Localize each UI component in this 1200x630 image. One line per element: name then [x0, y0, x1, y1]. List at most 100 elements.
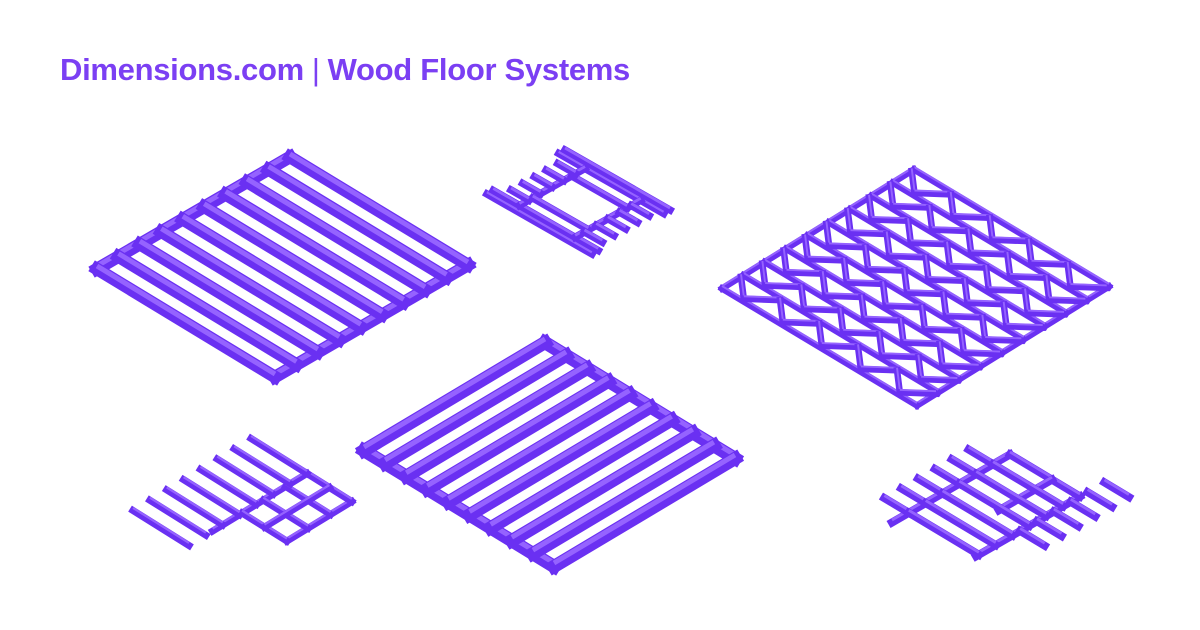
framing-member-top	[992, 236, 1029, 240]
framing-member-side	[839, 328, 883, 338]
framing-member-top	[362, 336, 547, 450]
framing-member-top	[951, 455, 977, 473]
framing-member-top	[843, 257, 848, 281]
framing-member-side	[1065, 496, 1101, 523]
framing-member-top	[981, 314, 987, 338]
framing-member-top	[878, 331, 884, 354]
framing-member-top	[95, 263, 277, 377]
framing-member-side	[553, 148, 669, 219]
framing-member-top	[545, 167, 565, 180]
framing-member-top	[899, 388, 937, 393]
framing-member-top	[117, 251, 298, 364]
framing-member-side	[259, 482, 335, 532]
framing-member-side	[987, 458, 1069, 512]
framing-member-top	[864, 244, 870, 267]
framing-member-top	[138, 238, 320, 352]
framing-member-side	[886, 252, 930, 261]
framing-member-side	[517, 178, 546, 199]
framing-member-top	[804, 234, 809, 257]
framing-member-top	[903, 267, 909, 291]
framing-member-side	[928, 226, 972, 235]
framing-member-top	[985, 264, 990, 288]
framing-member-top	[1024, 288, 1029, 311]
framing-member-top	[988, 215, 994, 238]
framing-member-top	[921, 375, 958, 379]
framing-member-top	[883, 494, 910, 512]
framing-member-side	[281, 148, 477, 274]
framing-member-top	[95, 151, 292, 269]
framing-member-side	[1024, 309, 1068, 318]
framing-member-top	[595, 222, 615, 235]
framing-member-side	[878, 352, 922, 361]
framing-member-top	[1027, 309, 1065, 313]
framing-member-side	[527, 192, 594, 235]
framing-member-side	[229, 443, 295, 489]
framing-member-top	[224, 189, 405, 302]
framing-member-top	[953, 212, 990, 217]
framing-member-top	[286, 498, 353, 540]
framing-member-top	[740, 274, 745, 297]
framing-member-top	[908, 509, 980, 554]
framing-member-top	[941, 489, 1014, 535]
framing-member-top	[924, 325, 962, 330]
framing-member-side	[942, 312, 986, 321]
framing-member-top	[531, 439, 716, 553]
framing-member-side	[488, 185, 604, 256]
framing-member-side	[783, 268, 827, 278]
rim-joist-floor-frame	[354, 333, 745, 576]
framing-member-top	[1053, 507, 1080, 525]
framing-member-top	[618, 209, 639, 222]
framing-member-top	[899, 317, 905, 341]
framing-member-side	[212, 454, 279, 499]
framing-member-top	[1002, 301, 1008, 324]
framing-member-top	[543, 336, 737, 458]
framing-member-side	[1006, 273, 1050, 282]
framing-member-top	[782, 318, 820, 322]
framing-member-side	[614, 207, 643, 228]
framing-member-top	[998, 476, 1053, 509]
framing-member-top	[181, 214, 363, 327]
framing-member-top	[273, 259, 470, 377]
framing-member-top	[1070, 283, 1107, 287]
framing-member-side	[818, 342, 862, 351]
framing-member-side	[925, 276, 969, 285]
framing-member-top	[804, 305, 841, 309]
framing-member-side	[967, 249, 1011, 258]
framing-member-top	[564, 146, 671, 210]
framing-member-side	[195, 198, 391, 324]
framing-member-side	[88, 260, 284, 386]
framing-member-side	[950, 213, 994, 222]
framing-member-top	[743, 295, 781, 299]
framing-member-top	[967, 228, 973, 251]
framing-member-top	[946, 312, 983, 316]
framing-member-side	[152, 223, 348, 349]
framing-member-top	[383, 349, 568, 463]
framing-member-side	[128, 505, 194, 551]
framing-member-side	[259, 160, 456, 287]
framing-member-side	[1045, 296, 1089, 305]
framing-member-top	[492, 187, 599, 250]
framing-member-side	[217, 185, 413, 311]
framing-member-side	[970, 468, 1052, 522]
framing-member-top	[786, 268, 823, 273]
framing-member-side	[993, 474, 1058, 516]
framing-member-top	[963, 278, 969, 301]
framing-member-top	[216, 455, 274, 493]
framing-member-side	[911, 189, 955, 198]
framing-member-top	[882, 352, 919, 356]
framing-member-top	[992, 460, 1064, 505]
framing-member-side	[1028, 259, 1072, 268]
framing-member-side	[145, 495, 211, 541]
framing-member-side	[552, 158, 581, 179]
framing-member-top	[850, 229, 887, 233]
framing-member-top	[910, 168, 916, 191]
joist-floor-frame	[88, 148, 477, 386]
framing-member-top	[967, 299, 1004, 303]
framing-member-top	[558, 150, 665, 213]
framing-member-top	[761, 260, 767, 284]
framing-member-top	[846, 207, 852, 231]
framing-member-side	[238, 173, 434, 299]
framing-member-top	[362, 444, 556, 566]
framing-member-top	[583, 228, 604, 242]
